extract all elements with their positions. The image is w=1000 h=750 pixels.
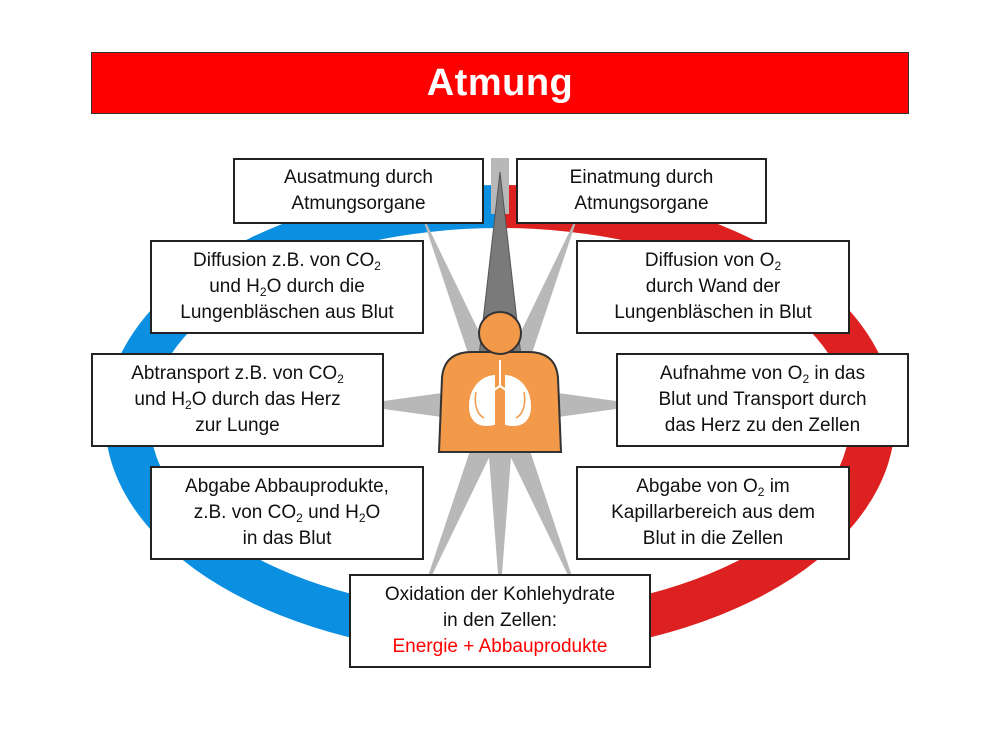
aufnahme-line3: das Herz zu den Zellen — [664, 415, 861, 436]
abgabe-abbau-line2: z.B. von CO2 und H2O — [193, 502, 381, 525]
box-abtransport: Abtransport z.B. von CO2 und H2O durch d… — [91, 353, 384, 447]
diffusion-co2-line2: und H2O durch die — [209, 276, 365, 299]
abgabe-o2-line3: Blut in die Zellen — [642, 528, 784, 549]
title-bar: Atmung — [91, 52, 909, 114]
lungs-icon — [468, 360, 532, 426]
oxidation-line3: Energie + Abbauprodukte — [392, 636, 608, 657]
star-ray-down — [485, 405, 515, 600]
diffusion-co2-line3: Lungenbläschen aus Blut — [180, 302, 394, 323]
box-diffusion-o2: Diffusion von O2 durch Wand der Lungenbl… — [576, 240, 850, 334]
person-figure — [437, 311, 563, 453]
abtransport-line1: Abtransport z.B. von CO2 — [131, 363, 344, 386]
aufnahme-line1: Aufnahme von O2 in das — [659, 363, 866, 386]
box-oxidation: Oxidation der Kohlehydrate in den Zellen… — [349, 574, 651, 668]
star-ray-downright — [500, 415, 580, 600]
abgabe-o2-line2: Kapillarbereich aus dem — [611, 502, 815, 523]
person-torso — [437, 351, 563, 453]
box-abgabe-abbau: Abgabe Abbauprodukte, z.B. von CO2 und H… — [150, 466, 424, 560]
ausatmung-line1: Ausatmung durch — [284, 167, 433, 188]
abtransport-line2: und H2O durch das Herz — [134, 389, 341, 412]
box-ausatmung: Ausatmung durch Atmungsorgane — [233, 158, 484, 224]
diffusion-o2-line1: Diffusion von O2 — [644, 250, 782, 273]
box-diffusion-co2: Diffusion z.B. von CO2 und H2O durch die… — [150, 240, 424, 334]
ausatmung-line2: Atmungsorgane — [291, 193, 426, 214]
abgabe-o2-line1: Abgabe von O2 im — [636, 476, 790, 499]
box-aufnahme: Aufnahme von O2 in das Blut und Transpor… — [616, 353, 909, 447]
diffusion-o2-line3: Lungenbläschen in Blut — [614, 302, 812, 323]
einatmung-line1: Einatmung durch — [569, 167, 714, 188]
box-abgabe-o2: Abgabe von O2 im Kapillarbereich aus dem… — [576, 466, 850, 560]
star-ray-downleft — [420, 415, 500, 600]
abtransport-line3: zur Lunge — [195, 415, 280, 436]
oxidation-line2: in den Zellen: — [442, 610, 558, 631]
page-title: Atmung — [426, 61, 574, 104]
diffusion-o2-line2: durch Wand der — [645, 276, 781, 297]
einatmung-line2: Atmungsorgane — [574, 193, 709, 214]
abgabe-abbau-line3: in das Blut — [242, 528, 332, 549]
abgabe-abbau-line1: Abgabe Abbauprodukte, — [185, 476, 389, 497]
aufnahme-line2: Blut und Transport durch — [658, 389, 867, 410]
diffusion-co2-line1: Diffusion z.B. von CO2 — [193, 250, 381, 273]
oxidation-line1: Oxidation der Kohlehydrate — [384, 584, 616, 605]
box-einatmung: Einatmung durch Atmungsorgane — [516, 158, 767, 224]
person-head — [478, 311, 522, 355]
